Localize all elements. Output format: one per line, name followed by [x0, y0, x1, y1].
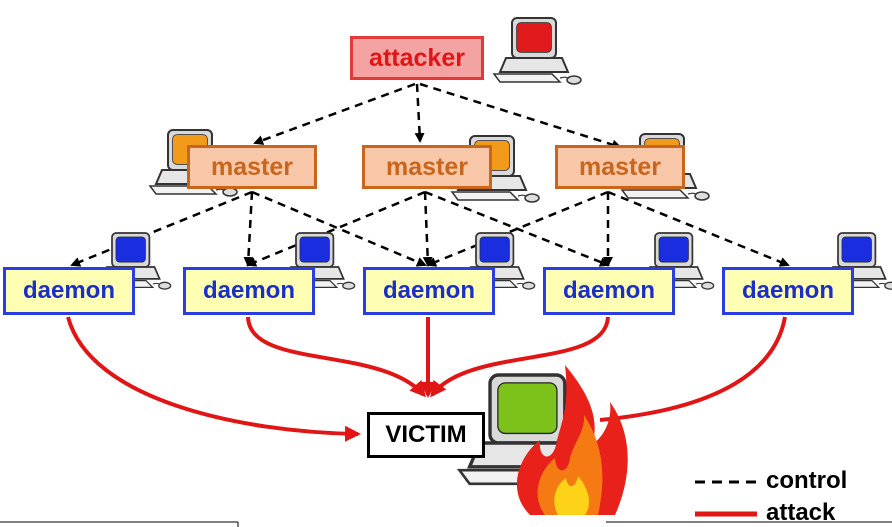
computer-blue-screen-icon	[459, 232, 536, 290]
control-line	[422, 191, 433, 267]
legend-attack-label: attack	[766, 499, 836, 526]
master-node: master	[187, 145, 317, 189]
computer-blue-screen-icon	[638, 232, 715, 290]
master-node: master	[555, 145, 685, 189]
attack-lines	[66, 316, 787, 442]
victim-node: VICTIM	[367, 412, 485, 458]
daemon-node: daemon	[363, 267, 495, 315]
computer-blue-screen-icon	[95, 232, 172, 290]
computer-blue-screen-icon	[279, 232, 356, 290]
daemon-node: daemon	[722, 267, 854, 315]
computer-green-screen-icon	[457, 373, 609, 489]
control-line	[246, 190, 426, 267]
control-line	[607, 190, 790, 267]
control-line	[426, 190, 609, 267]
daemon-node: daemon	[3, 267, 135, 315]
control-line	[70, 190, 253, 267]
attack-line	[430, 316, 610, 398]
daemon-node: daemon	[543, 267, 675, 315]
control-lines-masters	[70, 190, 790, 267]
control-line	[414, 83, 425, 143]
attack-line	[599, 316, 787, 422]
computer-blue-screen-icon	[821, 232, 892, 290]
control-line	[251, 190, 427, 267]
attack-line	[246, 316, 426, 398]
fire-icon	[516, 365, 628, 515]
attacker-node: attacker	[350, 36, 484, 80]
master-node: master	[362, 145, 492, 189]
control-lines-attacker	[253, 82, 622, 150]
attack-line	[66, 316, 361, 442]
computer-red-screen-icon	[493, 17, 582, 85]
legend	[695, 480, 757, 517]
daemon-node: daemon	[183, 267, 315, 315]
control-line	[253, 82, 416, 145]
control-line	[243, 191, 254, 267]
control-line	[419, 82, 622, 150]
legend-control-label: control	[766, 467, 848, 494]
